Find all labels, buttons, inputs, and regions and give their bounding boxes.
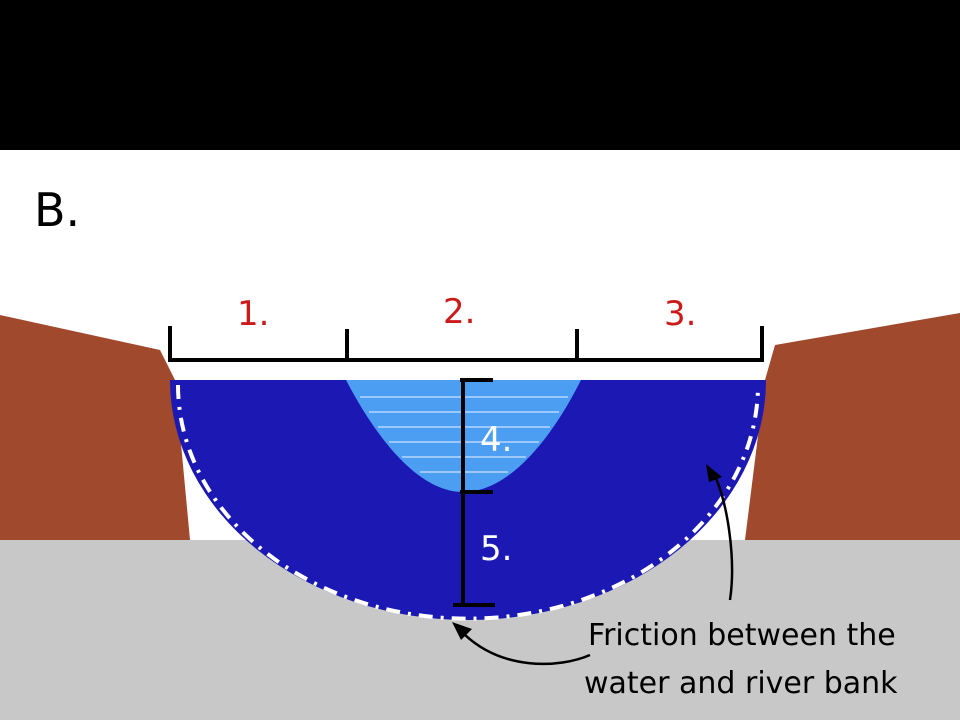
zone-label-1: 1. bbox=[237, 294, 269, 334]
right-river-bank bbox=[745, 313, 960, 540]
channel-width-bar bbox=[168, 326, 764, 362]
arrowhead-bank bbox=[706, 464, 722, 482]
arrowhead-bed bbox=[452, 622, 472, 640]
zone-label-3: 3. bbox=[664, 294, 696, 334]
arrow-to-bed bbox=[459, 629, 591, 666]
depth-bar bbox=[453, 378, 495, 607]
friction-caption-line-1: Friction between the bbox=[588, 618, 896, 653]
panel-label: B. bbox=[34, 183, 80, 237]
caption-arrows bbox=[459, 469, 734, 666]
arrow-to-bank bbox=[710, 469, 734, 601]
depth-label-4: 4. bbox=[480, 420, 512, 460]
depth-label-5: 5. bbox=[480, 529, 512, 569]
friction-caption-line-2: water and river bank bbox=[584, 666, 898, 701]
left-river-bank bbox=[0, 315, 190, 540]
river-water bbox=[170, 380, 766, 620]
top-black-band bbox=[0, 0, 960, 150]
zone-label-2: 2. bbox=[443, 292, 475, 332]
